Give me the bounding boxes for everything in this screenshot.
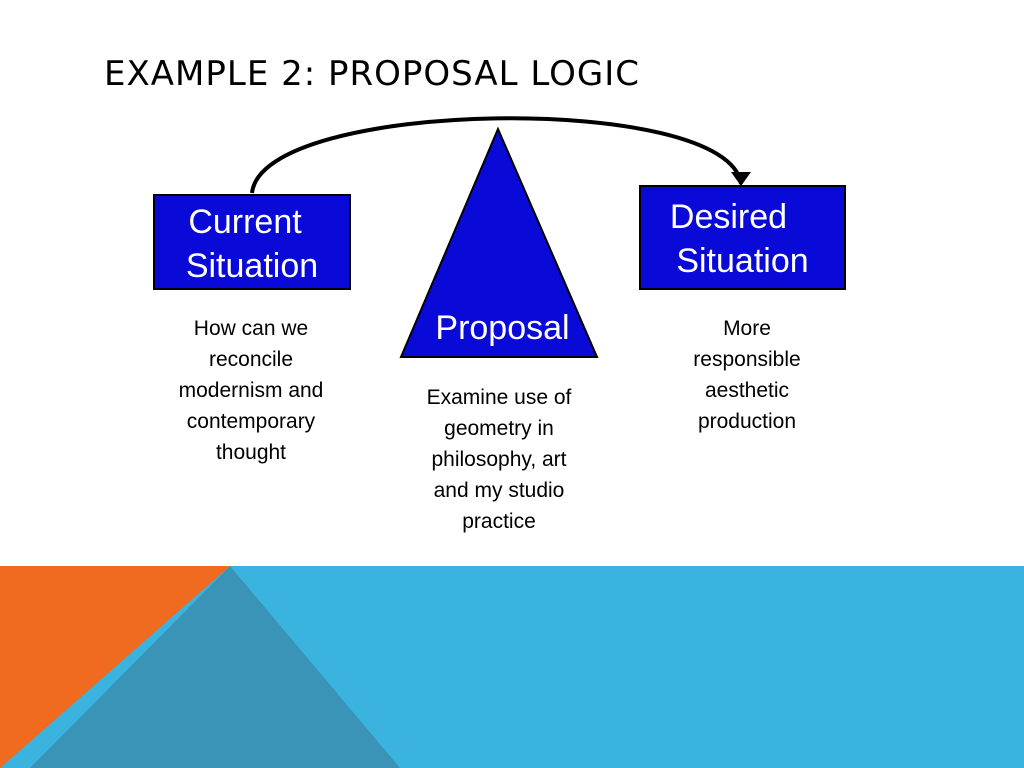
page-title: EXAMPLE 2: PROPOSAL LOGIC (104, 54, 640, 94)
arrowhead-icon (731, 172, 751, 186)
steel-blue-triangle (30, 566, 400, 768)
desired-box-line: Situation (676, 242, 809, 280)
proposal-label: Proposal (435, 309, 570, 347)
description-line: philosophy, art (431, 448, 567, 471)
current-box-line: Situation (185, 247, 319, 285)
desired-situation-description: More responsible aesthetic production (646, 313, 848, 437)
description-line: thought (215, 441, 287, 464)
current-situation-box: Current Situation (153, 194, 351, 290)
description-line: and my studio (433, 479, 565, 502)
description-line: practice (462, 510, 536, 533)
description-line: How can we (193, 317, 309, 340)
description-line: contemporary (186, 410, 316, 433)
current-situation-description: How can we reconcile modernism and conte… (150, 313, 352, 468)
description-line: geometry in (444, 417, 554, 440)
desired-situation-box: Desired Situation (639, 185, 846, 290)
current-box-line: Current (188, 203, 302, 241)
description-line: aesthetic (704, 379, 790, 402)
description-line: production (697, 410, 797, 433)
description-line: responsible (693, 348, 801, 371)
description-line: modernism and (178, 379, 324, 402)
proposal-triangle (399, 126, 599, 358)
proposal-description: Examine use of geometry in philosophy, a… (398, 382, 600, 537)
orange-wedge (0, 566, 230, 768)
description-line: More (723, 317, 771, 340)
description-line: Examine use of (426, 386, 572, 409)
description-line: reconcile (208, 348, 294, 371)
desired-box-line: Desired (669, 198, 788, 236)
curved-arrow (250, 116, 743, 194)
